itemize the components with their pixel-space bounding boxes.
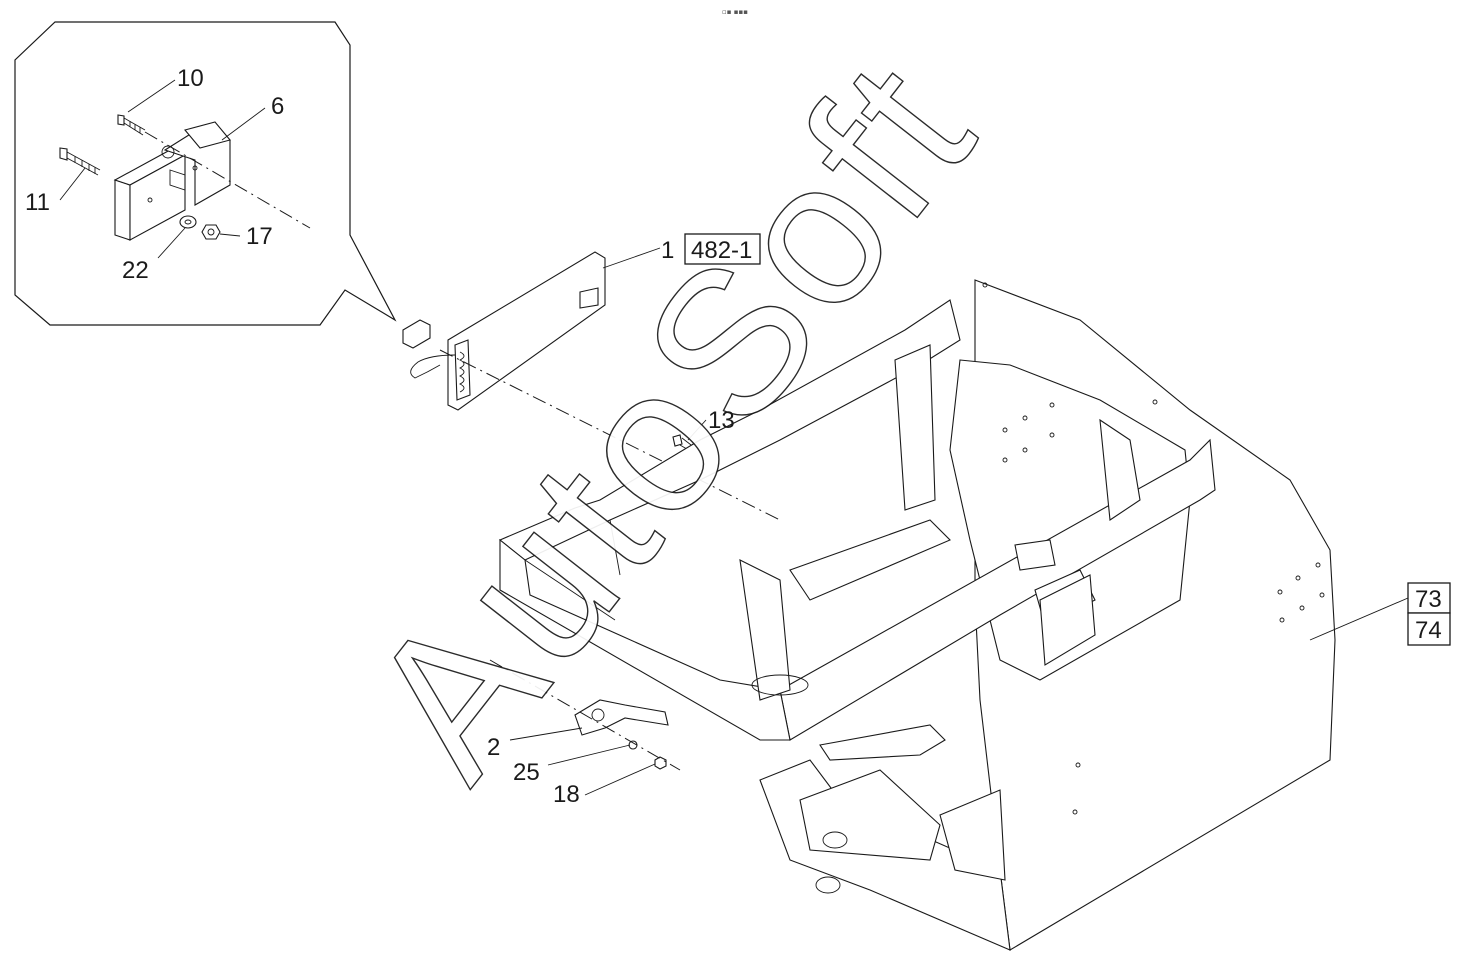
header-mark: ▫▪ ▪▪▪ [722, 8, 748, 16]
callout-10: 10 [177, 65, 204, 92]
callout-25: 25 [513, 759, 540, 786]
ref-box-73[interactable]: 73 [1407, 582, 1451, 614]
detail-bubble [14, 21, 397, 326]
ref-74-label: 74 [1415, 617, 1442, 644]
ref-73-label: 73 [1415, 586, 1442, 613]
callout-22: 22 [122, 257, 149, 284]
access-panel [402, 251, 781, 521]
callout-6: 6 [271, 93, 284, 120]
ref-box-482-1[interactable]: 482-1 [684, 233, 761, 265]
callout-2: 2 [487, 734, 500, 761]
callout-1: 1 [661, 237, 674, 264]
callout-13: 13 [708, 407, 735, 434]
frame-assembly [498, 279, 1336, 951]
ref-482-1-label: 482-1 [691, 237, 752, 264]
callout-18: 18 [553, 781, 580, 808]
callout-11: 11 [25, 189, 50, 216]
ref-box-74[interactable]: 74 [1407, 612, 1451, 646]
latch-assembly [489, 659, 681, 771]
callout-17: 17 [246, 223, 273, 250]
